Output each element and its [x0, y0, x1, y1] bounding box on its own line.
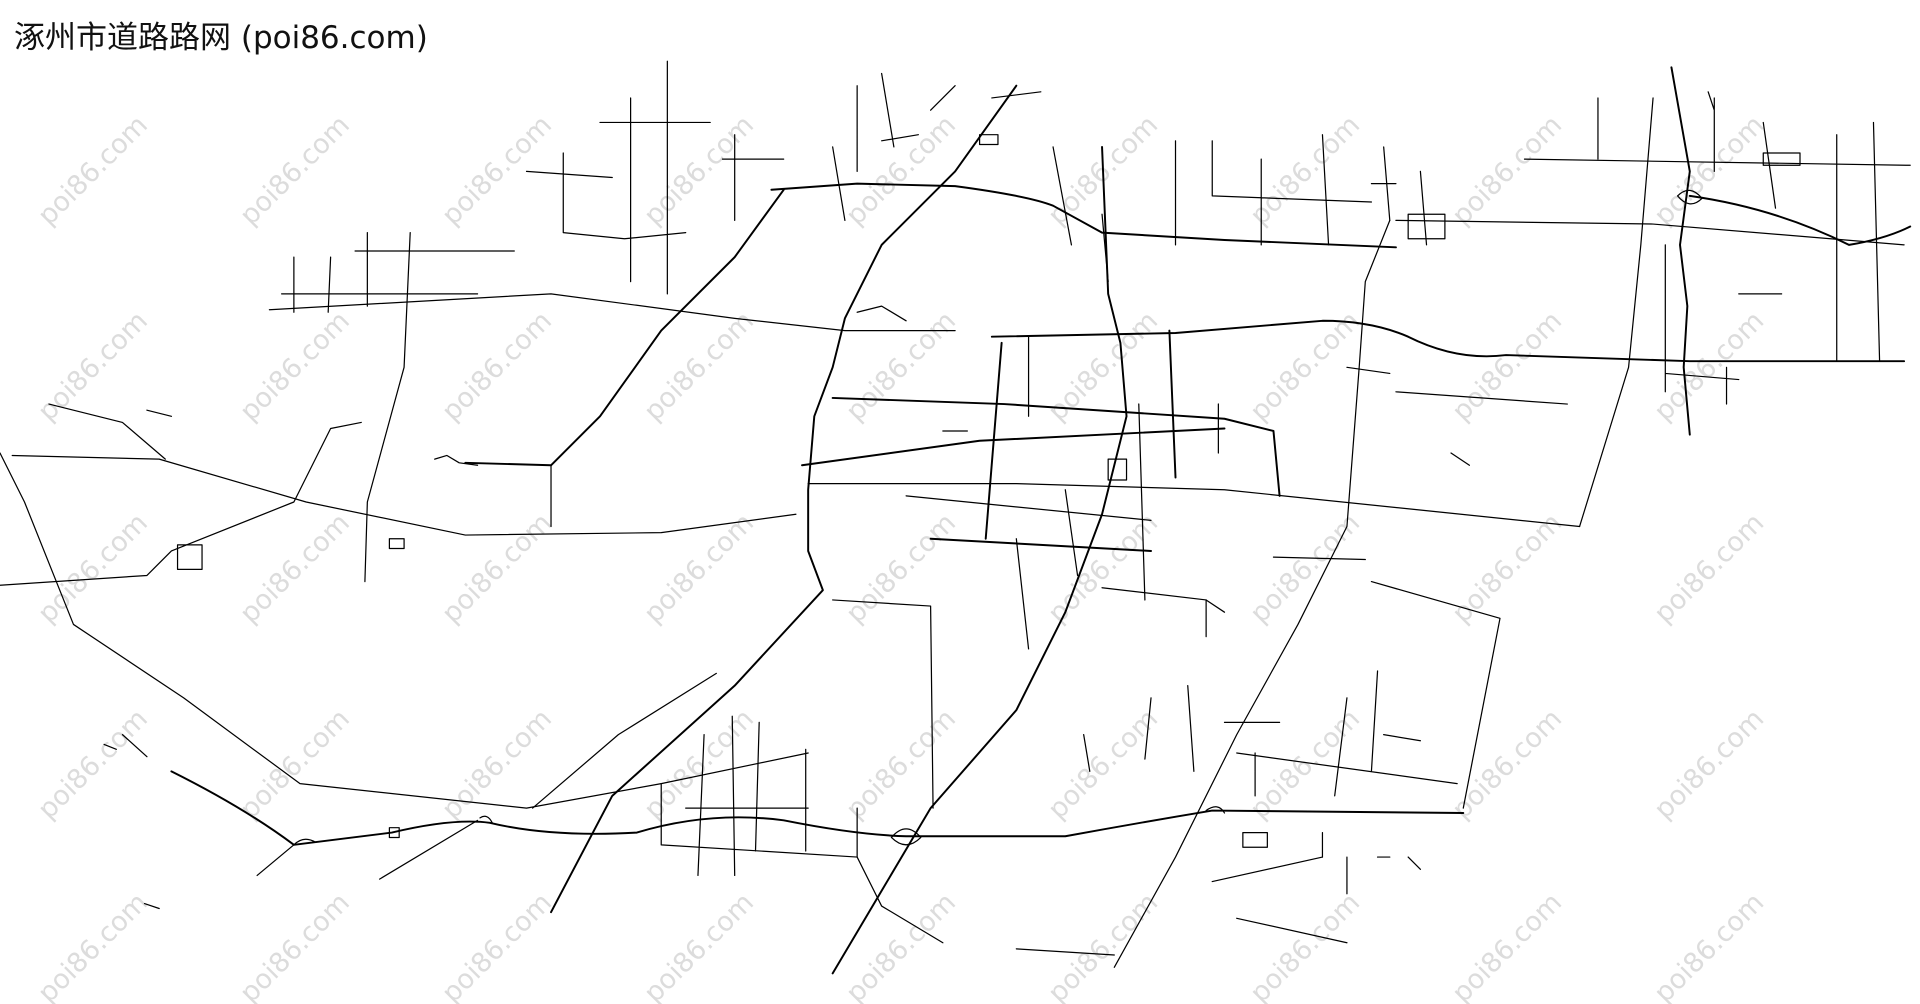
watermark-text: poi86.com: [1042, 508, 1164, 630]
road-ne-1: [1395, 219, 1905, 246]
road-central-diagonal: [550, 84, 1018, 914]
road-nw-diagonal: [464, 188, 785, 467]
watermark-text: poi86.com: [1446, 703, 1568, 825]
railway-diagonal: [831, 145, 1128, 975]
watermark-text: poi86.com: [1042, 887, 1164, 1004]
watermark-text: poi86.com: [638, 305, 760, 427]
watermark-text: poi86.com: [840, 110, 962, 232]
map-title: 涿州市道路路网 (poi86.com): [14, 20, 428, 56]
road-center-grid-2: [807, 483, 1581, 528]
watermark-text: poi86.com: [638, 703, 760, 825]
road-center-vertical-2: [1168, 329, 1177, 479]
road-west-1: [268, 293, 956, 332]
watermark-text: poi86.com: [32, 110, 154, 232]
road-west-4: [0, 421, 362, 586]
watermark-text: poi86.com: [436, 887, 558, 1004]
watermark-text: poi86.com: [234, 703, 356, 825]
road-west-2: [11, 454, 797, 536]
road-south-highway: [170, 770, 1465, 846]
watermark-text: poi86.com: [638, 508, 760, 630]
watermark-text: poi86.com: [638, 887, 760, 1004]
road-west-3: [48, 403, 166, 460]
watermark-text: poi86.com: [234, 887, 356, 1004]
road-ne-2: [1523, 158, 1911, 166]
road-southeast: [1015, 580, 1501, 956]
watermark-text: poi86.com: [436, 305, 558, 427]
road-center-vertical-1: [984, 341, 1003, 540]
watermark-text: poi86.com: [1648, 703, 1770, 825]
roads: [0, 60, 1912, 975]
watermark-text: poi86.com: [32, 305, 154, 427]
road-west-vertical: [364, 232, 411, 583]
watermark-text: poi86.com: [32, 508, 154, 630]
road-ne-expressway: [1670, 66, 1691, 436]
watermark-text: poi86.com: [1446, 508, 1568, 630]
road-central-east-west: [990, 319, 1906, 363]
watermark-text: poi86.com: [638, 110, 760, 232]
watermark-text: poi86.com: [1648, 508, 1770, 630]
watermark-text: poi86.com: [1648, 887, 1770, 1004]
road-interchange: [293, 189, 1703, 846]
watermark-text: poi86.com: [32, 887, 154, 1004]
road-center-grid-5: [801, 427, 1226, 467]
watermark-text: poi86.com: [840, 508, 962, 630]
road-small-blocks: [176, 134, 1801, 870]
watermark-text: poi86.com: [234, 305, 356, 427]
watermark-text: poi86.com: [840, 305, 962, 427]
road-center-grid-3: [905, 495, 1152, 521]
watermark-text: poi86.com: [436, 703, 558, 825]
road-south-center: [832, 538, 1207, 944]
road-center-grid-1: [831, 396, 1281, 497]
watermark-text: poi86.com: [1244, 703, 1366, 825]
watermark-text: poi86.com: [234, 110, 356, 232]
watermark-text: poi86.com: [1244, 887, 1366, 1004]
road-ne-curve: [1688, 194, 1912, 246]
road-east-diagonal: [1113, 219, 1391, 968]
road-south-town: [378, 672, 858, 880]
watermark-text: poi86.com: [1446, 887, 1568, 1004]
watermark-layer: poi86.com poi86.com poi86.com poi86.com poi8…: [32, 110, 1770, 1004]
watermark-text: poi86.com: [1042, 703, 1164, 825]
watermark-text: poi86.com: [1648, 110, 1770, 232]
watermark-text: poi86.com: [840, 887, 962, 1004]
watermark-text: poi86.com: [234, 508, 356, 630]
watermark-text: poi86.com: [1446, 305, 1568, 427]
road-southwest: [0, 452, 662, 809]
watermark-text: poi86.com: [1244, 110, 1366, 232]
road-north-highway: [770, 182, 1397, 249]
watermark-text: poi86.com: [1244, 305, 1366, 427]
watermark-text: poi86.com: [32, 703, 154, 825]
road-center-vertical-3: [1027, 336, 1219, 601]
watermark-text: poi86.com: [1042, 305, 1164, 427]
watermark-text: poi86.com: [436, 110, 558, 232]
watermark-text: poi86.com: [436, 508, 558, 630]
road-east-vertical: [1578, 97, 1654, 528]
watermark-text: poi86.com: [840, 703, 962, 825]
watermark-text: poi86.com: [1446, 110, 1568, 232]
road-center-grid-4: [929, 537, 1152, 552]
watermark-text: poi86.com: [1648, 305, 1770, 427]
road-north-clusters: [281, 60, 1881, 405]
road-misc: [103, 366, 1568, 910]
